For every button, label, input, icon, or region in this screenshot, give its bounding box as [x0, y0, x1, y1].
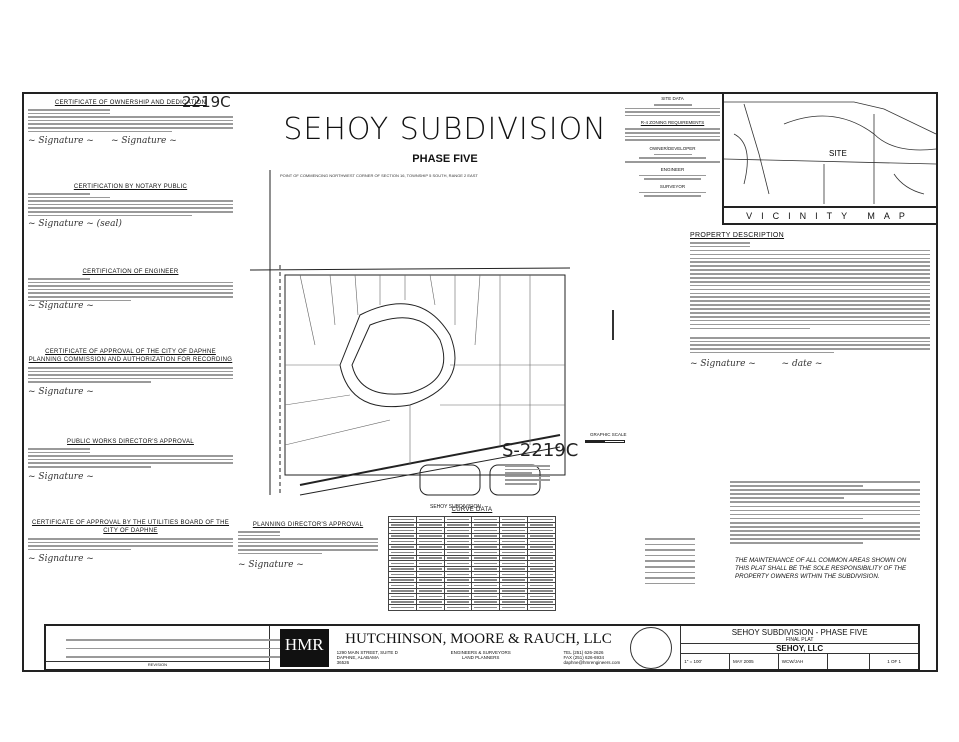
site-data-block: SITE DATA R-4 ZONING REQUIREMENTS OWNER/…	[625, 96, 720, 197]
graphic-scale-label: GRAPHIC SCALE	[590, 432, 627, 437]
engineer-seal-stamp	[630, 626, 673, 669]
plat-drawing: POINT OF COMMENCING NORTHWEST CORNER OF …	[249, 170, 571, 510]
subdivision-boundary	[284, 274, 566, 476]
title-block: REVISION HMR HUTCHINSON, MOORE & RAUCH, …	[44, 624, 920, 671]
vicinity-map: SITE VICINITY MAP	[722, 92, 938, 225]
maintenance-note: THE MAINTENANCE OF ALL COMMON AREAS SHOW…	[735, 557, 907, 580]
certificate-public-works: PUBLIC WORKS DIRECTOR'S APPROVAL ~ Signa…	[28, 439, 233, 519]
curve-data-table	[388, 516, 556, 611]
signature: ~ Signature ~	[28, 471, 94, 482]
commencing-label: POINT OF COMMENCING NORTHWEST CORNER OF …	[280, 173, 478, 178]
curve-data-row	[388, 532, 556, 539]
certificate-heading: PUBLIC WORKS DIRECTOR'S APPROVAL	[67, 439, 194, 445]
page-title: SEHOY SUBDIVISION	[283, 112, 607, 147]
surveyor-heading: SURVEYOR	[659, 183, 686, 189]
signature: ~ Signature ~ ~ Signature ~	[28, 136, 177, 147]
planning-director-approval: PLANNING DIRECTOR'S APPROVAL ~ Signature…	[238, 522, 378, 570]
notary-seal: ~ Signature ~ (seal)	[28, 219, 122, 230]
loop-road	[339, 303, 456, 408]
certificate-planning-commission: CERTIFICATE OF APPROVAL OF THE CITY OF D…	[28, 348, 233, 433]
sheet-number: 1 OF 1	[887, 659, 901, 664]
client-name: SEHOY, LLC	[681, 644, 918, 654]
curve-data: CURVE DATA	[388, 507, 556, 611]
curve-data-row	[388, 604, 556, 611]
engineer-heading: ENGINEER	[660, 166, 685, 172]
plat-type: FINAL PLAT	[681, 637, 918, 644]
zoning-heading: R-4 ZONING REQUIREMENTS	[640, 120, 705, 126]
surveyor-signature: ~ Signature ~ ~ date ~	[690, 359, 823, 370]
certificate-utilities-board: CERTIFICATE OF APPROVAL BY THE UTILITIES…	[28, 519, 233, 564]
vicinity-map-drawing: SITE	[723, 101, 937, 204]
owner-heading: OWNER/DEVELOPER	[649, 145, 696, 151]
firm-logo: HMR	[279, 628, 329, 667]
drawn-by-value: WCW/JAH	[779, 654, 828, 669]
vicinity-map-label: VICINITY MAP	[724, 206, 936, 223]
signature: ~ Signature ~	[238, 560, 304, 571]
legend	[645, 538, 695, 585]
handwritten-number: 2219C	[182, 93, 231, 111]
date-value: MAY 2005	[730, 654, 779, 669]
signature: ~ Signature ~	[28, 301, 94, 312]
scale-value: 1" = 100'	[681, 654, 731, 669]
revision-block: REVISION	[46, 626, 326, 669]
graphic-scale-bar	[585, 440, 625, 443]
signature: ~ Signature ~	[28, 554, 94, 565]
revision-header: REVISION	[46, 661, 269, 669]
certificate-notary: CERTIFICATION BY NOTARY PUBLIC ~ Signatu…	[28, 184, 233, 269]
north-arrow-icon	[612, 310, 614, 340]
certificate-heading: CERTIFICATE OF APPROVAL OF THE CITY OF D…	[28, 349, 233, 363]
certificate-heading: CERTIFICATE OF OWNERSHIP AND DEDICATION	[54, 100, 207, 106]
certificate-engineer: CERTIFICATION OF ENGINEER ~ Signature ~	[28, 269, 233, 344]
firm-block: HMR HUTCHINSON, MOORE & RAUCH, LLC 1290 …	[270, 626, 682, 669]
adjacent-subdivision-label: SEHOY SUBDIVISION	[430, 504, 481, 510]
planning-director-heading: PLANNING DIRECTOR'S APPROVAL	[252, 522, 364, 528]
main-road	[299, 434, 561, 486]
signature: ~ Signature ~	[28, 386, 94, 397]
curve-data-heading: CURVE DATA	[451, 507, 493, 513]
plat-sheet-border	[22, 92, 938, 672]
filing-number: S-2219C	[502, 440, 579, 461]
project-block: SEHOY SUBDIVISION - PHASE FIVE FINAL PLA…	[681, 626, 918, 669]
property-description: PROPERTY DESCRIPTION ~ Signature ~ ~ dat…	[690, 232, 930, 369]
site-label: SITE	[829, 149, 847, 158]
page-subtitle: PHASE FIVE	[412, 153, 478, 165]
certificates-column: CERTIFICATE OF OWNERSHIP AND DEDICATION …	[28, 100, 233, 564]
project-title: SEHOY SUBDIVISION - PHASE FIVE	[731, 628, 868, 637]
certificate-heading: CERTIFICATION OF ENGINEER	[82, 269, 179, 275]
certificate-ownership: CERTIFICATE OF OWNERSHIP AND DEDICATION …	[28, 100, 233, 170]
property-description-heading: PROPERTY DESCRIPTION	[690, 232, 785, 239]
site-data-heading: SITE DATA	[661, 96, 684, 101]
firm-name: HUTCHINSON, MOORE & RAUCH, LLC	[345, 630, 612, 647]
certificate-heading: CERTIFICATION BY NOTARY PUBLIC	[73, 184, 188, 190]
general-notes	[730, 478, 920, 544]
certificate-heading: CERTIFICATE OF APPROVAL BY THE UTILITIES…	[31, 520, 230, 534]
